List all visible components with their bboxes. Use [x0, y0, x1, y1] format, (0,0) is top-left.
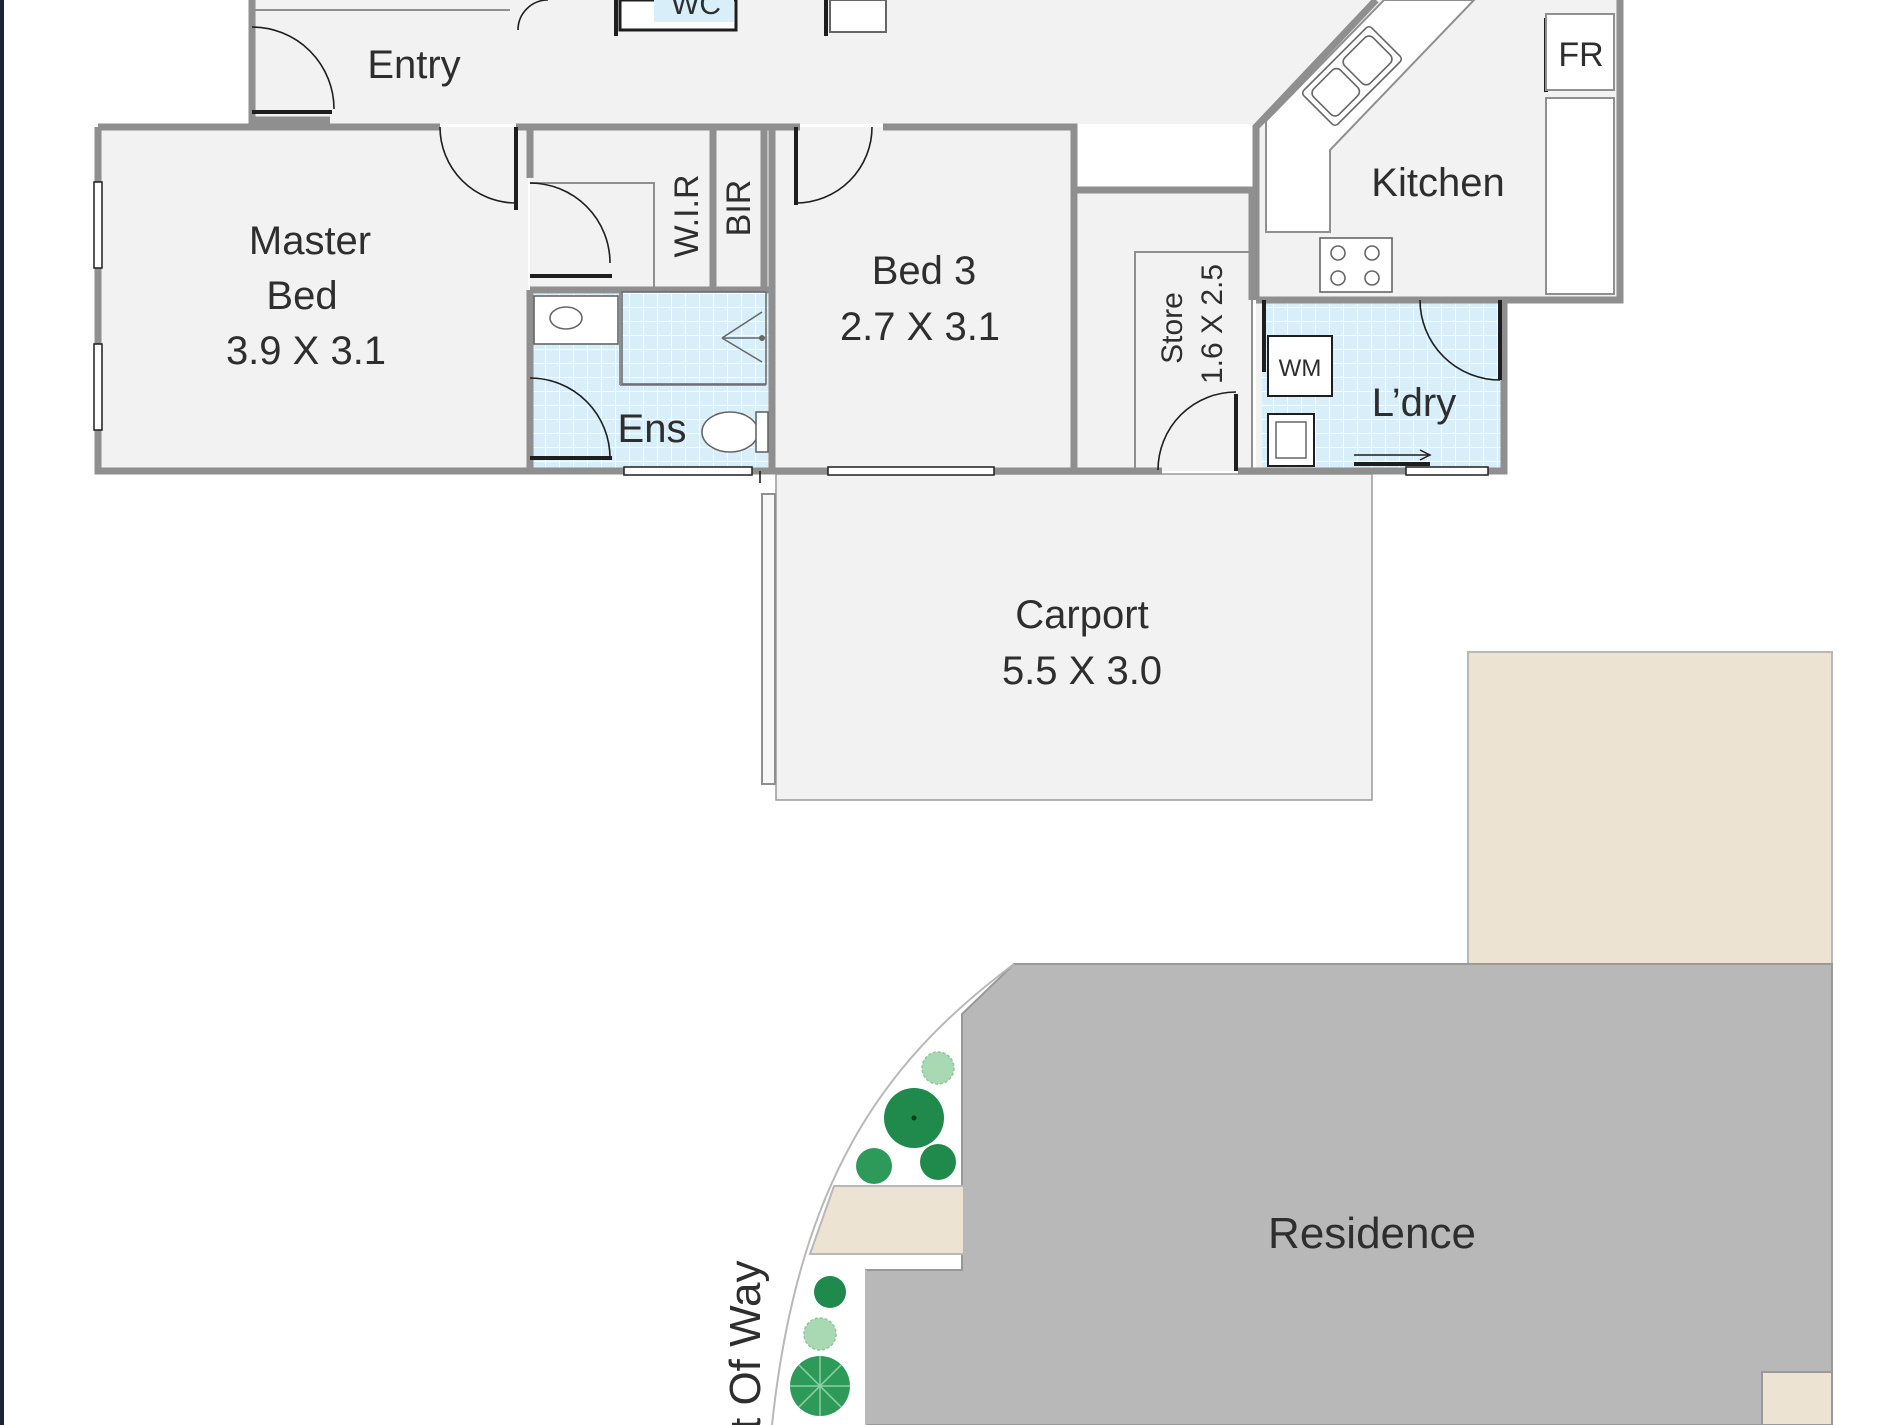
label-store: Store — [1156, 292, 1189, 364]
label-master-1: Master — [249, 219, 371, 263]
label-master-2: Bed — [266, 274, 337, 318]
side-pavement — [808, 1185, 965, 1255]
washing-machine-box — [1267, 335, 1333, 397]
basin-icon — [533, 295, 619, 345]
label-entry: Entry — [367, 43, 460, 87]
tree-icon — [790, 1051, 956, 1416]
kitchen-bench — [1265, 0, 1476, 233]
label-right-of-way: t Of Way — [721, 1261, 770, 1425]
label-wir: W.I.R — [668, 174, 706, 257]
label-store-dims: 1.6 X 2.5 — [1196, 264, 1229, 384]
label-fr: FR — [1558, 36, 1603, 74]
carport-post-rail — [761, 493, 776, 785]
label-master-dims: 3.9 X 3.1 — [226, 329, 386, 373]
label-carport-dims: 5.5 X 3.0 — [1002, 649, 1162, 693]
residence-block — [865, 963, 1833, 1425]
sliding-door-arrow-icon — [1354, 449, 1432, 466]
label-bir: BIR — [720, 180, 758, 237]
laundry-tub-icon — [1267, 413, 1315, 467]
door-swings — [251, 0, 1501, 483]
walls — [94, 0, 1624, 475]
shower-icon — [621, 291, 767, 385]
label-residence: Residence — [1268, 1209, 1476, 1258]
stove-icon — [1319, 237, 1393, 293]
fridge-box — [1545, 13, 1615, 91]
label-wc: WC — [671, 0, 721, 21]
label-kitchen: Kitchen — [1371, 161, 1504, 205]
windows — [93, 181, 1489, 476]
carport-area — [775, 473, 1373, 801]
label-bed3-dims: 2.7 X 3.1 — [840, 305, 1000, 349]
label-laundry: L’dry — [1372, 381, 1457, 425]
hall-cabinet — [829, 0, 887, 33]
residence-step — [1761, 1371, 1833, 1425]
label-ensuite: Ens — [618, 407, 687, 451]
label-bed3: Bed 3 — [872, 249, 977, 293]
sink-icon — [1301, 25, 1403, 127]
wc-box — [618, 0, 738, 32]
right-of-way-curve — [771, 963, 1015, 1425]
neighbour-pavement — [1467, 651, 1833, 965]
page-frame-left — [0, 0, 4, 1425]
kitchen-cabinets — [1545, 97, 1615, 295]
room-labels: Entry WC Kitchen FR Master Bed 3.9 X 3.1… — [226, 0, 1604, 1425]
label-wm: WM — [1279, 355, 1322, 382]
toilet-icon — [701, 411, 769, 453]
label-carport: Carport — [1015, 593, 1148, 637]
